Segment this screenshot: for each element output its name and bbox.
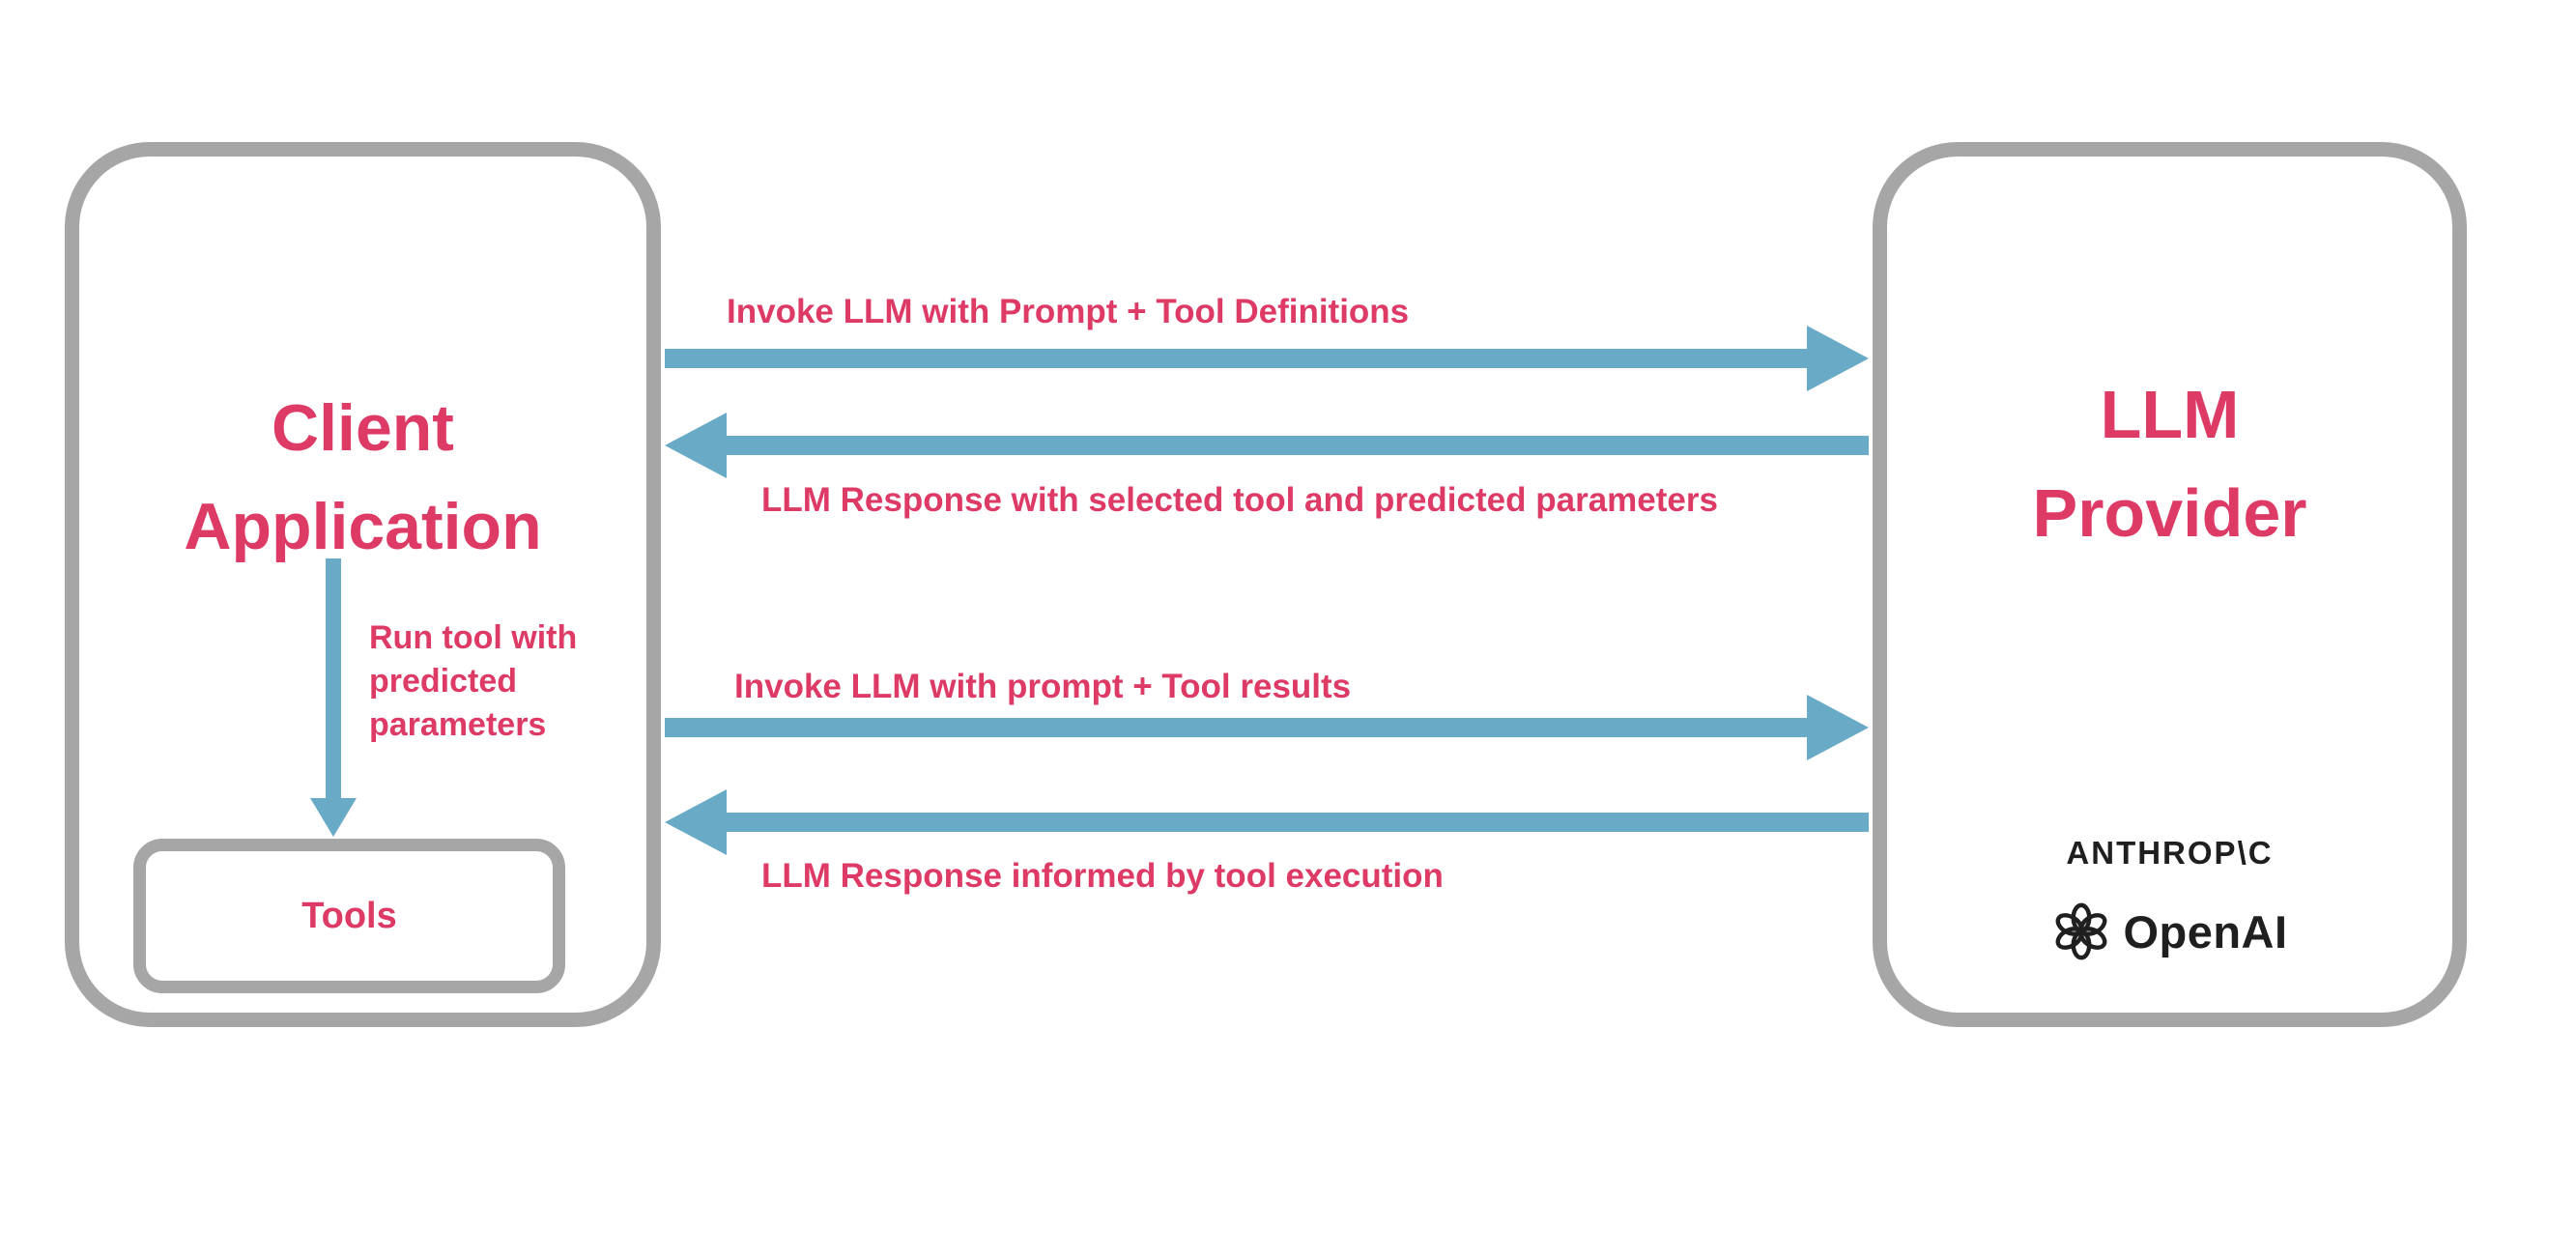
arrow-invoke-definitions-label: Invoke LLM with Prompt + Tool Definition… [727,293,1410,330]
openai-logo: OpenAI [1873,897,2467,966]
arrow-right-icon [1807,326,1869,391]
arrow-response-selection [727,436,1869,455]
llm-provider-title: LLM Provider [1873,365,2467,562]
arrow-right-icon [1807,695,1869,760]
openai-icon [2055,902,2107,960]
provider-title-line1: LLM [2100,377,2240,452]
arrow-response-informed-label: LLM Response informed by tool execution [761,857,1444,895]
client-title-line2: Application [184,490,542,563]
arrow-invoke-results [665,718,1807,737]
arrow-invoke-results-label: Invoke LLM with prompt + Tool results [734,668,1352,705]
arrow-response-selection-label: LLM Response with selected tool and pred… [761,481,1718,519]
arrow-down-icon [310,798,357,837]
arrow-invoke-definitions [665,349,1807,368]
anthropic-logo: ANTHROP\C [2066,835,2274,871]
tools-label: Tools [301,895,397,936]
arrow-response-informed [727,813,1869,832]
arrow-left-icon [665,789,727,855]
client-application-title: Client Application [65,379,661,576]
arrow-left-icon [665,413,727,478]
arrow-run-tool-label: Run tool with predicted parameters [369,619,578,743]
client-title-line1: Client [272,391,454,465]
provider-title-line2: Provider [2032,475,2307,551]
arrow-run-tool [326,558,341,798]
openai-wordmark: OpenAI [2123,905,2288,958]
tools-node [133,839,565,993]
llm-provider-node [1873,142,2467,1027]
